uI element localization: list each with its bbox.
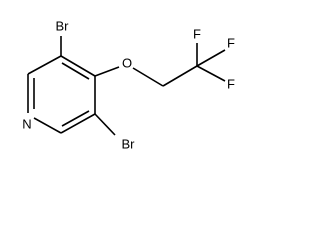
bond-c4-o bbox=[94, 66, 120, 77]
bond-c5-c6-inner bbox=[61, 110, 90, 127]
bond-c2-c3 bbox=[27, 55, 62, 75]
atom-fluorine-right: F bbox=[227, 35, 235, 50]
bond-c3-c4-inner bbox=[61, 62, 90, 80]
bond-c5-br bbox=[94, 113, 116, 136]
bond-c6-n bbox=[33, 117, 62, 134]
bond-c-f-bottom bbox=[196, 65, 226, 82]
molecule-diagram: N O Br Br F F F bbox=[22, 18, 235, 151]
bond-ch2-cf3 bbox=[162, 65, 198, 87]
bond-c3-c4 bbox=[60, 55, 96, 77]
atom-bromine-top: Br bbox=[56, 18, 70, 33]
atom-nitrogen: N bbox=[22, 116, 31, 131]
pyridine-ring bbox=[27, 55, 96, 134]
atom-fluorine-bottom: F bbox=[227, 76, 235, 91]
atom-bromine-bottom: Br bbox=[122, 136, 136, 151]
atom-oxygen: O bbox=[122, 55, 132, 70]
atom-fluorine-top: F bbox=[193, 26, 201, 41]
bond-c-f-right bbox=[196, 49, 226, 67]
bond-c5-c6 bbox=[60, 113, 96, 134]
bond-o-ch2 bbox=[132, 67, 164, 87]
